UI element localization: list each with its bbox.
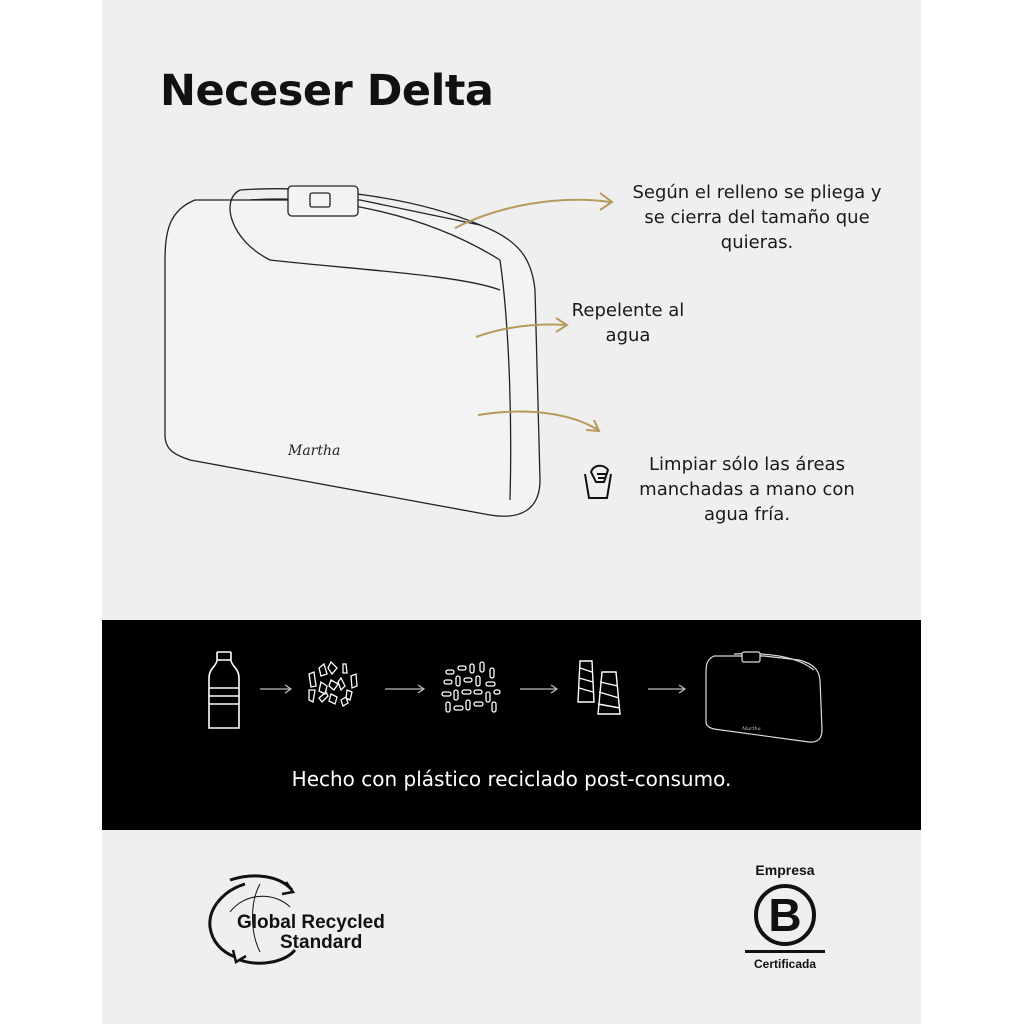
- arrow-icon: [520, 684, 559, 694]
- page-title: Neceser Delta: [160, 66, 494, 116]
- plastic-flakes-icon: [308, 660, 358, 707]
- recycling-band: Martha Hecho con plástico reciclado post…: [102, 620, 921, 830]
- bag-icon: Martha: [705, 651, 823, 743]
- hand-wash-icon: [584, 464, 612, 499]
- pellets-icon: [441, 661, 501, 713]
- grs-label-line2: Standard: [280, 932, 363, 953]
- b-corp-logo: Empresa B Certificada: [745, 862, 825, 971]
- arrow-icon: [260, 684, 293, 694]
- recycling-caption: Hecho con plástico reciclado post-consum…: [291, 767, 732, 791]
- bag-illustration: Martha: [164, 185, 541, 517]
- feature-foldable: Según el relleno se pliega y se cierra d…: [632, 182, 882, 253]
- bcorp-letter: B: [754, 884, 816, 946]
- bcorp-bottom-label: Certificada: [745, 950, 825, 971]
- bcorp-top-label: Empresa: [755, 862, 815, 878]
- grs-label-line1: Global Recycled: [237, 912, 385, 933]
- feature-care-instructions: Limpiar sólo las áreas manchadas a mano …: [639, 454, 855, 525]
- feature-water-repellent: Repelente al agua: [571, 300, 685, 346]
- global-recycled-standard-logo: [208, 874, 297, 965]
- arrow-icon: [454, 192, 614, 229]
- thread-spools-icon: [577, 660, 621, 715]
- arrow-icon: [385, 684, 426, 694]
- bag-logo: Martha: [741, 726, 761, 732]
- arrow-icon: [648, 684, 687, 694]
- arrow-icon: [477, 410, 601, 433]
- arrow-icon: [475, 317, 569, 338]
- bottle-icon: [208, 651, 240, 729]
- bag-logo: Martha: [287, 443, 340, 459]
